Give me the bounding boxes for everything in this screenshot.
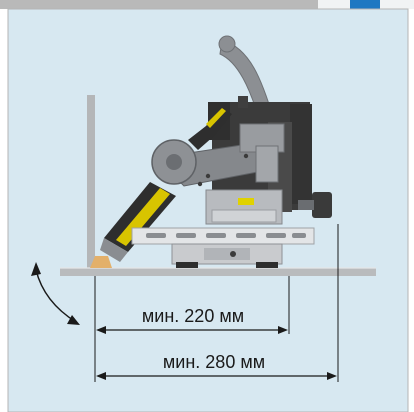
rivet-2 [243, 153, 249, 159]
base-button [230, 251, 236, 257]
rail-slot-6 [292, 233, 306, 238]
vertical-wall [87, 95, 95, 270]
floor-plate [60, 268, 376, 276]
rivet-1 [205, 173, 211, 179]
housing-top-right [290, 104, 312, 204]
upper-mount [238, 96, 248, 108]
arc-arrowhead-bottom [67, 315, 80, 325]
adjust-knob [312, 192, 332, 218]
dimension-label-280: мин. 280 мм [163, 352, 265, 372]
base-panel [204, 248, 250, 260]
hot-wedge-seam [90, 256, 112, 268]
yellow-indicator [238, 198, 254, 205]
rail-slot-5 [266, 233, 286, 238]
nozzle-tip [100, 238, 128, 262]
rail-slot-1 [146, 233, 166, 238]
drive-block-cap [211, 209, 277, 223]
upper-nozzle [188, 108, 232, 150]
dimension-label-220: мин. 220 мм [142, 306, 244, 326]
roller-hub [166, 154, 182, 170]
rail-slot-3 [206, 233, 226, 238]
nozzle-yellow-stripe [116, 188, 170, 246]
handle-knob [218, 35, 236, 53]
dim280-arrow-left [96, 372, 106, 380]
dim220-arrow-right [278, 326, 288, 334]
knob-shaft [298, 200, 314, 210]
base-foot-right [256, 262, 278, 268]
corner-badge [350, 0, 380, 11]
rail-slot-2 [176, 233, 196, 238]
rivet-3 [197, 181, 203, 187]
arc-arrowhead-top [31, 262, 41, 276]
upper-nozzle-stripe [206, 108, 226, 128]
rail-slot-4 [236, 233, 256, 238]
dim280-arrow-right [327, 372, 337, 380]
arm-clamp [255, 145, 279, 183]
dim220-arrow-left [96, 326, 106, 334]
top-bar [0, 0, 318, 9]
base-foot-left [176, 262, 198, 268]
